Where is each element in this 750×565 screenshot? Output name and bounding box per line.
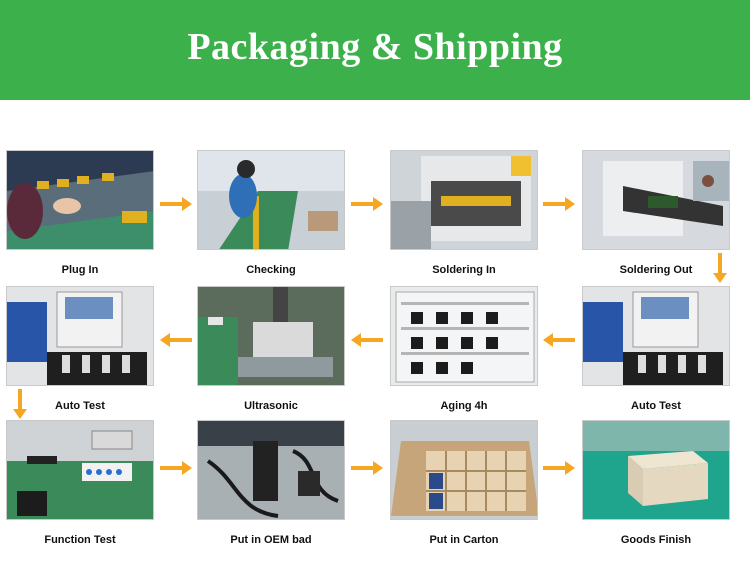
step-label: Ultrasonic <box>244 400 298 412</box>
photo-soldering-out <box>582 150 730 250</box>
step-auto-test-1: Auto Test <box>6 286 154 412</box>
arrow-down-icon <box>13 389 27 419</box>
step-label: Auto Test <box>631 400 681 412</box>
photo-soldering-in <box>390 150 538 250</box>
arrow-right-icon <box>351 461 383 475</box>
page-title: Packaging & Shipping <box>187 26 563 68</box>
step-ultrasonic: Ultrasonic <box>197 286 345 412</box>
photo-checking <box>197 150 345 250</box>
step-label: Put in Carton <box>429 534 499 546</box>
arrow-right-icon <box>543 197 575 211</box>
step-label: Function Test <box>44 534 116 546</box>
photo-goods-finish <box>582 420 730 520</box>
header-banner: Packaging & Shipping <box>0 0 750 100</box>
step-goods-finish: Goods Finish <box>582 420 730 546</box>
arrow-right-icon <box>543 461 575 475</box>
arrow-left-icon <box>351 333 383 347</box>
arrow-right-icon <box>160 197 192 211</box>
step-label: Aging 4h <box>440 400 488 412</box>
step-label: Put in OEM bad <box>230 534 312 546</box>
photo-auto-test-2 <box>582 286 730 386</box>
photo-auto-test-1 <box>6 286 154 386</box>
step-aging-4h: Aging 4h <box>390 286 538 412</box>
step-label: Plug In <box>61 264 99 276</box>
photo-plug-in <box>6 150 154 250</box>
arrow-down-icon <box>713 253 727 283</box>
step-function-test: Function Test <box>6 420 154 546</box>
arrow-left-icon <box>160 333 192 347</box>
photo-put-in-carton <box>390 420 538 520</box>
step-label: Soldering In <box>432 264 496 276</box>
step-label: Checking <box>246 264 296 276</box>
step-soldering-in: Soldering In <box>390 150 538 276</box>
step-auto-test-2: Auto Test <box>582 286 730 412</box>
step-plug-in: Plug In <box>6 150 154 276</box>
step-soldering-out: Soldering Out <box>582 150 730 276</box>
photo-function-test <box>6 420 154 520</box>
photo-aging-4h <box>390 286 538 386</box>
step-put-in-carton: Put in Carton <box>390 420 538 546</box>
photo-put-in-oem-bag <box>197 420 345 520</box>
step-put-in-oem-bag: Put in OEM bad <box>197 420 345 546</box>
step-label: Soldering Out <box>619 264 693 276</box>
step-label: Goods Finish <box>620 534 692 546</box>
arrow-right-icon <box>351 197 383 211</box>
photo-ultrasonic <box>197 286 345 386</box>
step-checking: Checking <box>197 150 345 276</box>
arrow-left-icon <box>543 333 575 347</box>
step-label: Auto Test <box>55 400 105 412</box>
arrow-right-icon <box>160 461 192 475</box>
